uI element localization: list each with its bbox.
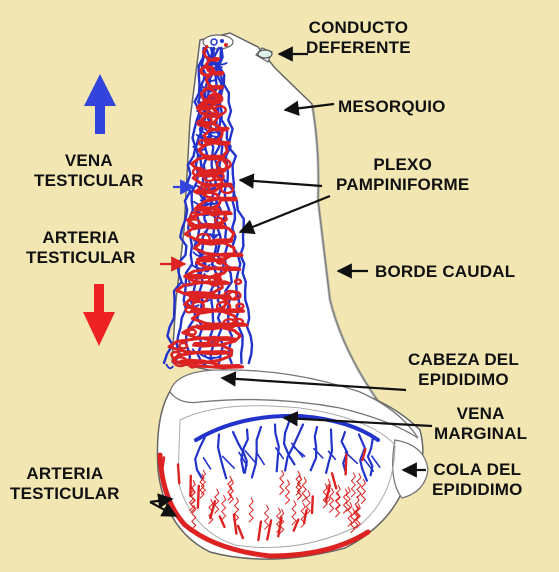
caudal-border-edge [310,103,411,437]
blood-flow-down-arrow-icon [83,284,115,346]
label-line: DEFERENTE [306,38,411,57]
label-cola-epididimo: COLA DEL EPIDIDIMO [432,460,523,500]
label-line: PLEXO [373,155,432,174]
label-line: EPIDIDIMO [432,480,523,499]
label-arteria-testicular-bottom: ARTERIA TESTICULAR [10,464,120,504]
label-line: VENA [64,151,113,170]
label-borde-caudal: BORDE CAUDAL [375,262,516,281]
ductus-deferens [255,47,273,63]
label-line: ARTERIA [26,464,104,483]
label-vena-marginal: VENA MARGINAL [434,404,527,444]
label-line: ARTERIA [42,228,120,247]
label-line: COLA DEL [433,460,522,479]
label-line: EPIDIDIMO [418,370,509,389]
label-line: MARGINAL [434,424,528,443]
label-cabeza-epididimo: CABEZA DEL EPIDIDIMO [408,350,519,390]
label-conducto-deferente: CONDUCTO DEFERENTE [306,18,411,58]
epididymis-head [169,369,419,439]
label-line: TESTICULAR [10,484,120,503]
label-plexo-pampiniforme: PLEXO PAMPINIFORME [336,155,469,195]
label-arteria-testicular-top: ARTERIA TESTICULAR [26,228,136,268]
label-line: TESTICULAR [34,171,144,190]
leader-lines [149,46,433,517]
label-vena-testicular: VENA TESTICULAR [34,151,144,191]
pampiniform-plexus [162,45,254,372]
label-line: PAMPINIFORME [336,175,470,194]
label-line: VENA [456,404,505,423]
label-line: CABEZA DEL [408,350,519,369]
label-line: TESTICULAR [26,248,136,267]
label-line: CONDUCTO [308,18,409,37]
blood-flow-up-arrow-icon [84,74,116,134]
label-mesorquio: MESORQUIO [338,97,446,116]
